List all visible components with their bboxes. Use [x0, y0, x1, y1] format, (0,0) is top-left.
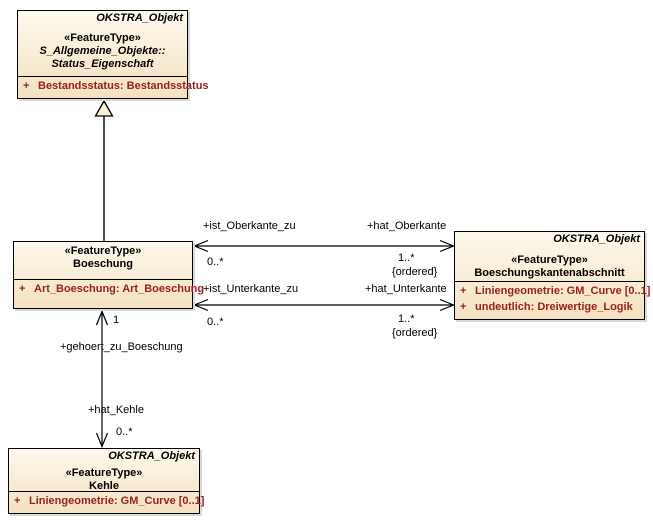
attribute-text: Art_Boeschung: Art_Boeschung	[34, 283, 205, 295]
association-kehle-arrowhead-top	[95, 309, 109, 326]
attribute-text: undeutlich: Dreiwertige_Logik	[475, 301, 633, 313]
stereotype-label: «FeatureType»	[511, 254, 588, 266]
attribute-row: + Liniengeometrie: GM_Curve [0..1]	[9, 492, 204, 508]
multiplicity-label: 1..*	[398, 313, 415, 325]
class-name-line1: S_Allgemeine_Objekte::	[39, 45, 166, 57]
stereotype-label: «FeatureType»	[64, 32, 141, 44]
constraint-label-ordered: {ordered}	[392, 266, 438, 278]
association-oberkante-arrowhead-left	[192, 239, 209, 253]
multiplicity-label: 0..*	[116, 426, 133, 438]
class-box-boeschungskantenabschnitt: OKSTRA_Objekt «FeatureType» Boeschungska…	[454, 231, 650, 320]
class-box-boeschung: «FeatureType» Boeschung + Art_Boeschung:…	[13, 241, 204, 309]
association-unterkante-arrowhead-right	[439, 298, 456, 312]
class-name: Boeschung	[73, 258, 133, 270]
multiplicity-label: 1	[113, 314, 120, 326]
class-name: Kehle	[89, 480, 119, 492]
role-label-hat-unterkante: +hat_Unterkante	[365, 283, 447, 295]
role-label-ist-oberkante-zu: +ist_Oberkante_zu	[203, 220, 296, 232]
attribute-visibility: +	[19, 283, 26, 295]
attribute-visibility: +	[460, 301, 467, 313]
association-unterkante-arrowhead-left	[192, 298, 209, 312]
attribute-visibility: +	[14, 495, 21, 507]
multiplicity-label: 1..*	[398, 252, 415, 264]
class-box-status-eigenschaft: OKSTRA_Objekt «FeatureType» S_Allgemeine…	[17, 10, 209, 99]
okstra-objekt-tag: OKSTRA_Objekt	[553, 233, 640, 245]
association-oberkante-arrowhead-right	[439, 239, 456, 253]
multiplicity-label: 0..*	[207, 316, 224, 328]
attribute-row: + undeutlich: Dreiwertige_Logik	[455, 298, 644, 314]
attribute-text: Liniengeometrie: GM_Curve [0..1]	[29, 495, 205, 507]
class-name: Boeschungskantenabschnitt	[474, 267, 625, 279]
okstra-objekt-tag: OKSTRA_Objekt	[108, 450, 195, 462]
stereotype-label: «FeatureType»	[64, 245, 142, 257]
attribute-row: + Liniengeometrie: GM_Curve [0..1]	[455, 282, 650, 298]
association-kehle-arrowhead-bottom	[95, 432, 109, 449]
attribute-visibility: +	[23, 80, 30, 92]
class-name-line2: Status_Eigenschaft	[51, 58, 154, 70]
attribute-visibility: +	[460, 285, 467, 297]
stereotype-label: «FeatureType»	[65, 467, 143, 479]
attribute-row: + Art_Boeschung: Art_Boeschung	[14, 280, 204, 296]
okstra-objekt-tag: OKSTRA_Objekt	[96, 12, 183, 24]
role-label-ist-unterkante-zu: +ist_Unterkante_zu	[203, 283, 299, 295]
multiplicity-label: 0..*	[207, 256, 224, 268]
role-label-hat-oberkante: +hat_Oberkante	[367, 220, 447, 232]
constraint-label-ordered: {ordered}	[392, 327, 438, 339]
class-box-kehle: OKSTRA_Objekt «FeatureType» Kehle + Lini…	[8, 448, 204, 514]
role-label-hat-kehle: +hat_Kehle	[88, 404, 144, 416]
attribute-text: Liniengeometrie: GM_Curve [0..1]	[475, 285, 651, 297]
attribute-text: Bestandsstatus: Bestandsstatus	[38, 80, 209, 92]
attribute-row: + Bestandsstatus: Bestandsstatus	[18, 77, 209, 93]
role-label-gehoert-zu-boeschung: +gehoert_zu_Boeschung	[60, 341, 183, 353]
generalization-arrowhead	[94, 99, 114, 117]
